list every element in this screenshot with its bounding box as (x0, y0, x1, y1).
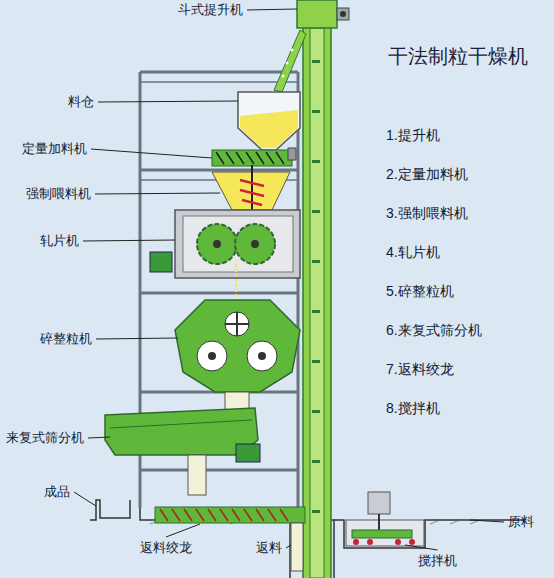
legend-item: 6.来复式筛分机 (386, 321, 482, 339)
part-label: 返料绞龙 (140, 540, 192, 556)
leader-line (166, 524, 200, 537)
leader-line (95, 193, 220, 194)
leader-line (88, 437, 110, 438)
legend-item: 4.轧片机 (386, 243, 440, 261)
part-label: 原料 (508, 514, 534, 530)
part-label: 搅拌机 (418, 553, 457, 569)
leader-line (405, 545, 438, 550)
legend-item: 5.碎整粒机 (386, 282, 454, 300)
legend-item: 2.定量加料机 (386, 165, 468, 183)
leader-line (247, 9, 297, 10)
part-label: 轧片机 (40, 233, 79, 249)
legend-item: 1.提升机 (386, 126, 440, 144)
diagram-title: 干法制粒干燥机 (388, 44, 528, 68)
part-label: 成品 (44, 484, 70, 500)
leader-line (91, 149, 212, 158)
part-label: 强制喂料机 (26, 186, 91, 202)
leader-line (470, 520, 504, 522)
leader-line (286, 545, 291, 548)
leader-line (83, 240, 175, 241)
part-label: 定量加料机 (22, 141, 87, 157)
legend-item: 8.搅拌机 (386, 399, 440, 417)
leader-line (74, 492, 96, 506)
legend-item: 3.强制喂料机 (386, 204, 468, 222)
part-label: 来复式筛分机 (6, 430, 84, 446)
part-label: 料仓 (68, 94, 94, 110)
legend-item: 7.返料绞龙 (386, 360, 454, 378)
part-label: 碎整粒机 (40, 331, 92, 347)
part-label: 返料 (256, 540, 282, 556)
part-label: 斗式提升机 (178, 2, 243, 18)
leader-line (96, 338, 178, 339)
leader-line (98, 101, 238, 102)
